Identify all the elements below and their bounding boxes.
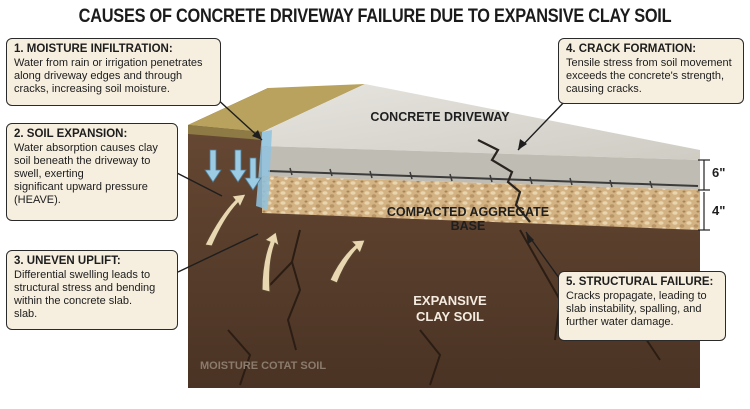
callout-uneven-uplift: 3. UNEVEN UPLIFT: Differential swelling … — [6, 250, 178, 330]
callout-soil-expansion: 2. SOIL EXPANSION: Water absorption caus… — [6, 123, 178, 221]
aggregate-base-layer — [262, 176, 700, 230]
concrete-slab-top — [262, 84, 700, 160]
label-concrete-driveway: CONCRETE DRIVEWAY — [370, 110, 510, 124]
rebar-ties — [289, 167, 653, 189]
label-clay-soil: EXPANSIVE CLAY SOIL — [413, 293, 487, 324]
slab-crack — [477, 139, 531, 223]
callout-body: Tensile stress from soil movement exceed… — [566, 57, 732, 95]
base-thickness-label: 4" — [712, 203, 726, 218]
label-aggregate-base: COMPACTED AGGREGATE BASE — [386, 205, 550, 233]
callout-body: Cracks propagate, leading to slab instab… — [566, 290, 707, 328]
label-moisture-soil: MOISTURE COTAT SOIL — [200, 360, 327, 372]
callout-crack-formation: 4. CRACK FORMATION: Tensile stress from … — [558, 38, 744, 104]
diagram-title: CAUSES OF CONCRETE DRIVEWAY FAILURE DUE … — [78, 6, 672, 27]
callout-body: Water from rain or irrigation penetrates… — [14, 57, 203, 95]
callout-body: Water absorption causes clay soil beneat… — [14, 142, 158, 206]
soil-cracks — [227, 229, 661, 386]
water-infiltration — [256, 130, 272, 210]
concrete-slab-face — [262, 146, 700, 190]
callout-moisture-infiltration: 1. MOISTURE INFILTRATION: Water from rai… — [6, 38, 221, 106]
callout-heading: 4. CRACK FORMATION: — [566, 43, 697, 55]
callout-heading: 3. UNEVEN UPLIFT: — [14, 255, 121, 267]
callout-leaders — [174, 96, 573, 297]
callout-structural-failure: 5. STRUCTURAL FAILURE: Cracks propagate,… — [558, 271, 726, 341]
slab-thickness-label: 6" — [712, 165, 726, 180]
grass-surface — [188, 84, 365, 132]
heave-arrows — [204, 193, 366, 293]
callout-heading: 5. STRUCTURAL FAILURE: — [566, 276, 714, 288]
thickness-dimension — [698, 159, 710, 231]
callout-heading: 1. MOISTURE INFILTRATION: — [14, 43, 173, 55]
callout-body: Differential swelling leads to structura… — [14, 269, 156, 320]
callout-heading: 2. SOIL EXPANSION: — [14, 128, 128, 140]
moisture-arrows — [204, 149, 262, 191]
callout-arrowheads — [252, 130, 534, 244]
